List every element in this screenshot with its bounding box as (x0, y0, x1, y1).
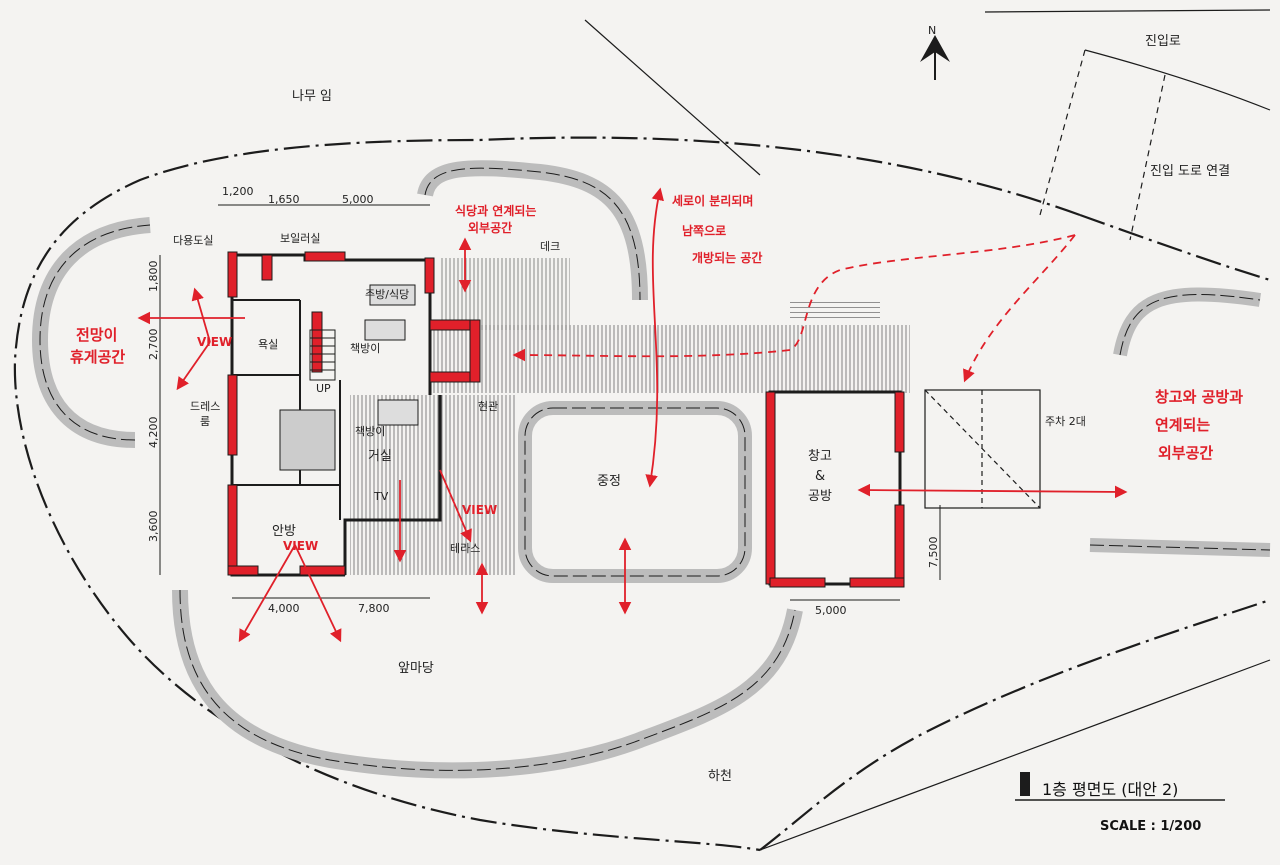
interior-details (279, 284, 419, 471)
note-right-c: 외부공간 (1158, 444, 1213, 462)
label-living: 거실 (368, 449, 392, 464)
note-top-a: 식당과 연계되는 (455, 203, 536, 218)
road-lines (584, 9, 1271, 851)
label-view2: VIEW (283, 539, 318, 553)
label-storage-a: 창고 (808, 449, 832, 464)
label-view1: VIEW (197, 335, 232, 349)
site-boundary (13, 136, 1271, 852)
note-right-b: 연계되는 (1155, 416, 1210, 434)
label-dress: 드레스 (190, 400, 220, 413)
dim-1200: 1,200 (222, 185, 254, 198)
label-tv: TV (373, 490, 389, 503)
note-left-b: 휴게공간 (70, 348, 125, 366)
dim-2700: 2,700 (147, 329, 160, 361)
north-label: N (928, 24, 936, 37)
label-forest: 나무 임 (292, 89, 332, 104)
label-study2: 책방이 (355, 425, 385, 438)
label-terrace: 테라스 (450, 542, 480, 555)
title-main: 1층 평면도 (대안 2) (1042, 780, 1178, 799)
dim-1650: 1,650 (268, 193, 300, 206)
dim-1800: 1,800 (147, 261, 160, 293)
label-bath: 욕실 (258, 338, 278, 351)
title-block: 1층 평면도 (대안 2) SCALE : 1/200 (1015, 772, 1225, 834)
dim-4000: 4,000 (268, 602, 300, 615)
dim-3600: 3,600 (147, 511, 160, 543)
note-right-a: 창고와 공방과 (1155, 388, 1243, 406)
note-center-a: 세로이 분리되며 (672, 193, 753, 208)
label-study1: 책방이 (350, 342, 380, 355)
label-parking: 주차 2대 (1045, 415, 1086, 428)
note-left-a: 전망이 (76, 326, 117, 344)
label-dress2: 룸 (200, 415, 210, 428)
label-storage-b: & (815, 469, 825, 484)
dim-7800: 7,800 (358, 602, 390, 615)
dim-7500: 7,500 (927, 537, 940, 569)
label-boiler: 보일러실 (280, 231, 320, 245)
stone-path (31, 160, 1271, 779)
label-main-room: 안방 (272, 524, 296, 539)
dim-5000a: 5,000 (342, 193, 374, 206)
label-entrance: 현관 (478, 400, 498, 413)
label-upstair: UP (316, 382, 331, 395)
note-center-c: 개방되는 공간 (692, 250, 762, 265)
deck-surfaces (350, 258, 910, 575)
circulation-arrows (137, 187, 1128, 643)
note-center-b: 남쪽으로 (682, 223, 726, 238)
note-top-b: 외부공간 (468, 220, 512, 235)
label-view3: VIEW (462, 503, 497, 517)
label-stream: 하천 (708, 769, 732, 784)
red-wall-fills (227, 251, 481, 576)
label-yard: 앞마당 (398, 661, 434, 676)
label-kitchen: 주방/식당 (365, 288, 409, 301)
north-arrow-icon: N (920, 24, 950, 80)
label-entry-road: 진입로 (1145, 34, 1181, 49)
label-utility: 다용도실 (173, 234, 213, 247)
label-entry-road-ext: 진입 도로 연결 (1150, 164, 1230, 179)
title-scale: SCALE : 1/200 (1100, 819, 1201, 834)
label-courtyard: 중정 (597, 474, 621, 489)
label-deck: 데크 (540, 240, 560, 253)
dim-4200: 4,200 (147, 417, 160, 449)
dim-5000b: 5,000 (815, 604, 847, 617)
label-storage-c: 공방 (808, 489, 832, 504)
